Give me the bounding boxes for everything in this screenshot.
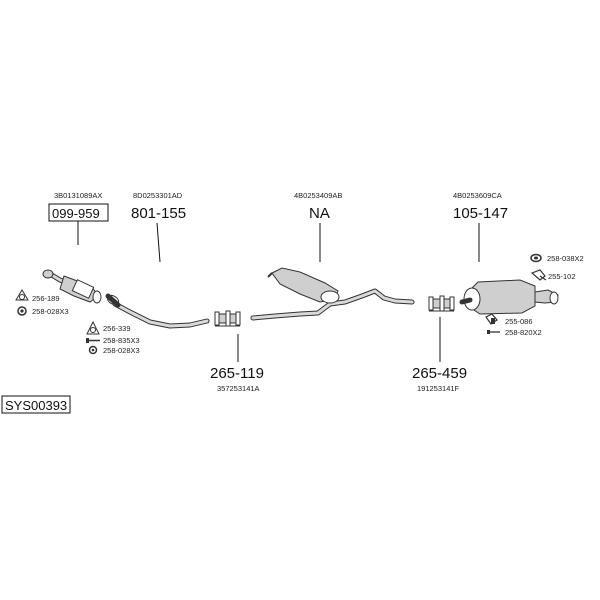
rubber-mount-icon xyxy=(530,253,542,263)
rear-silencer[interactable] xyxy=(459,279,559,315)
middle-pipe-leader-line xyxy=(156,222,161,263)
bolt-258-835-label: 258-835X3 xyxy=(103,336,140,345)
middle-pipe-oe-number: 8D0253301AD xyxy=(133,191,183,200)
middle-pipe-number: 801-155 xyxy=(131,205,186,222)
nut-icon xyxy=(17,306,27,316)
system-code-box xyxy=(1,395,71,414)
clamp-rear-number: 265-459 xyxy=(412,365,467,382)
nut-icon xyxy=(88,345,98,355)
center-silencer-oe-number: 4B0253409AB xyxy=(294,191,342,200)
bracket-255-086-label: 255-086 xyxy=(505,317,533,326)
gasket-ring-icon xyxy=(15,289,29,301)
clamp-front-number: 265-119 xyxy=(210,365,264,382)
center-silencer[interactable] xyxy=(250,267,415,321)
nut-258-028-label-a: 258-028X3 xyxy=(32,307,69,316)
clamp-front[interactable] xyxy=(214,310,241,327)
front-pipe-number: 099-959 xyxy=(52,206,100,221)
center-silencer-number: NA xyxy=(309,205,330,222)
system-code: SYS00393 xyxy=(5,398,67,413)
clamp-rear-oe-number: 191253141F xyxy=(417,384,460,393)
gasket-256-339-label: 256-339 xyxy=(103,324,131,333)
bolt-icon xyxy=(487,330,500,334)
clamp-front-oe-number: 357253141A xyxy=(217,384,260,393)
bracket-icon xyxy=(530,269,547,281)
bracket-255-102-label: 255-102 xyxy=(548,272,576,281)
flange-gasket-icon xyxy=(86,320,100,335)
clamp-rear[interactable] xyxy=(428,295,455,312)
rear-silencer-number: 105-147 xyxy=(453,205,508,222)
front-pipe-oe-number: 3B0131089AX xyxy=(54,191,102,200)
front-pipe-with-catalyst[interactable] xyxy=(42,269,102,304)
bolt-258-820-label: 258-820X2 xyxy=(505,328,542,337)
bracket-icon xyxy=(485,313,498,325)
middle-pipe[interactable] xyxy=(105,293,210,329)
rear-silencer-oe-number: 4B0253609CA xyxy=(453,191,502,200)
nut-258-028-label-b: 258-028X3 xyxy=(103,346,140,355)
bolt-icon xyxy=(86,338,100,343)
gasket-256-189-label: 256-189 xyxy=(32,294,60,303)
rubber-258-038-label: 258-038X2 xyxy=(547,254,584,263)
